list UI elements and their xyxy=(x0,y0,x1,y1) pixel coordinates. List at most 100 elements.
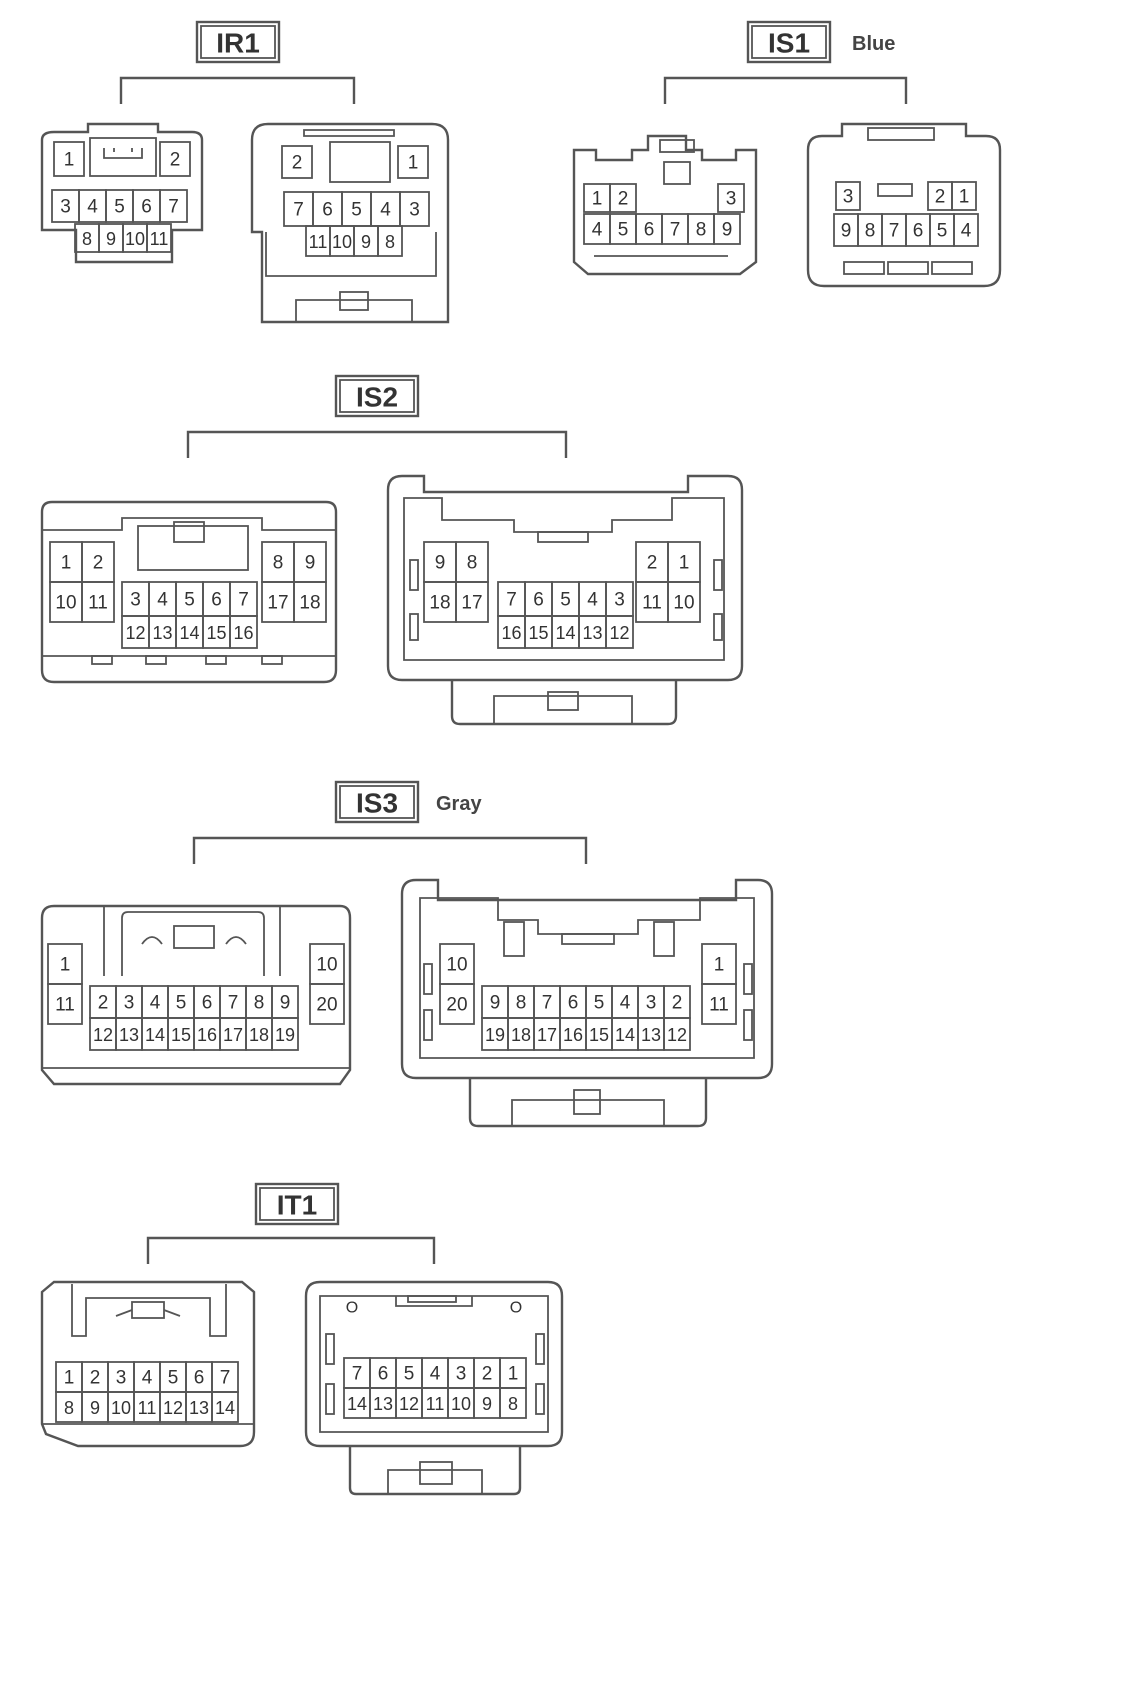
pin-number: 2 xyxy=(90,1368,101,1389)
pin-number: 16 xyxy=(197,1025,217,1045)
outline-shape xyxy=(663,161,691,185)
pin-number: 10 xyxy=(316,955,337,976)
pin-number: 11 xyxy=(150,229,169,249)
pin-number: 19 xyxy=(275,1025,295,1045)
pin-number: 2 xyxy=(935,187,946,208)
pin-number: 13 xyxy=(189,1398,209,1418)
pin-number: 3 xyxy=(614,590,625,611)
pin-number: 7 xyxy=(542,993,553,1014)
pin-number: 7 xyxy=(670,220,681,241)
outline-shape xyxy=(89,137,157,177)
outline-shape xyxy=(103,148,143,159)
pin-number: 4 xyxy=(150,993,161,1014)
outline-shape xyxy=(259,1187,335,1221)
outline-shape xyxy=(261,655,283,665)
outline-shape xyxy=(535,1383,545,1415)
pin-number: 4 xyxy=(380,200,391,221)
pin-number: 6 xyxy=(194,1368,205,1389)
outline-shape xyxy=(450,680,678,726)
connector-header-it1: IT1 xyxy=(146,1182,436,1264)
latch-mark: O xyxy=(510,1300,522,1317)
outline-shape xyxy=(387,1469,483,1494)
pin-number: 9 xyxy=(305,553,316,574)
pin-number: 2 xyxy=(98,993,109,1014)
outline-shape xyxy=(535,1333,545,1365)
pin-number: 9 xyxy=(482,1394,492,1414)
pin-number: 4 xyxy=(430,1364,441,1385)
pin-number: 18 xyxy=(429,593,450,614)
outline-shape xyxy=(386,474,744,682)
pin-number: 11 xyxy=(426,1394,445,1414)
outline-shape xyxy=(605,615,634,649)
outline-shape xyxy=(951,181,977,211)
outline-shape xyxy=(303,129,395,137)
outline-shape xyxy=(547,691,579,711)
outline-shape xyxy=(573,1089,601,1115)
outline-shape xyxy=(399,191,430,227)
outline-shape xyxy=(395,1296,473,1307)
outline-shape xyxy=(713,559,723,591)
pin-number: 4 xyxy=(587,590,598,611)
pin-number: 14 xyxy=(215,1398,235,1418)
pin-number: 11 xyxy=(55,995,75,1016)
pin-number: 14 xyxy=(347,1394,367,1414)
pin-number: 6 xyxy=(913,221,924,242)
pin-number: 7 xyxy=(506,590,517,611)
pin-number: 10 xyxy=(673,593,694,614)
pin-number: 4 xyxy=(961,221,972,242)
outline-shape xyxy=(663,1017,691,1051)
pin-number: 17 xyxy=(537,1025,557,1045)
outline-shape xyxy=(205,655,227,665)
outline-shape xyxy=(931,261,973,275)
pin-number: 4 xyxy=(87,197,98,218)
outline-shape xyxy=(47,983,83,1025)
outline-shape xyxy=(717,183,745,213)
pin-number: 14 xyxy=(145,1025,165,1045)
pin-number: 9 xyxy=(361,232,371,252)
pin-number: 13 xyxy=(152,623,172,643)
outline-shape xyxy=(835,181,861,211)
outline-shape xyxy=(403,497,725,661)
pin-number: 20 xyxy=(446,995,467,1016)
outline-shape xyxy=(746,20,832,64)
pin-number: 1 xyxy=(64,1368,75,1389)
pin-number: 1 xyxy=(508,1364,519,1385)
pin-number: 11 xyxy=(88,593,108,614)
outline-shape xyxy=(91,655,113,665)
outline-shape xyxy=(397,145,429,179)
outline-shape xyxy=(419,1461,453,1485)
outline-shape xyxy=(295,299,413,322)
outline-shape xyxy=(211,1391,239,1423)
pin-number: 15 xyxy=(589,1025,609,1045)
pin-number: 13 xyxy=(119,1025,139,1045)
pin-number: 8 xyxy=(254,993,265,1014)
connector-label: IT1 xyxy=(277,1190,317,1221)
outline-shape xyxy=(511,1099,665,1126)
outline-shape xyxy=(145,655,167,665)
pin-number: 12 xyxy=(609,623,629,643)
outline-shape xyxy=(419,897,755,1059)
pin-number: 16 xyxy=(501,623,521,643)
pin-number: 6 xyxy=(644,220,655,241)
outline-shape xyxy=(493,695,633,724)
pin-number: 9 xyxy=(490,993,501,1014)
outline-shape xyxy=(254,1182,340,1226)
outline-shape xyxy=(537,531,589,543)
outline-shape xyxy=(103,906,281,976)
pin-number: 11 xyxy=(138,1398,157,1418)
outline-shape xyxy=(173,925,215,949)
pin-number: 5 xyxy=(184,590,195,611)
outline-shape xyxy=(131,1301,165,1319)
pin-number: 16 xyxy=(233,623,253,643)
pin-number: 15 xyxy=(171,1025,191,1045)
outline-shape xyxy=(423,1009,433,1041)
connector-label: IR1 xyxy=(216,28,260,59)
pin-number: 7 xyxy=(293,200,304,221)
outline-shape xyxy=(407,1295,457,1303)
outline-shape xyxy=(953,213,979,247)
